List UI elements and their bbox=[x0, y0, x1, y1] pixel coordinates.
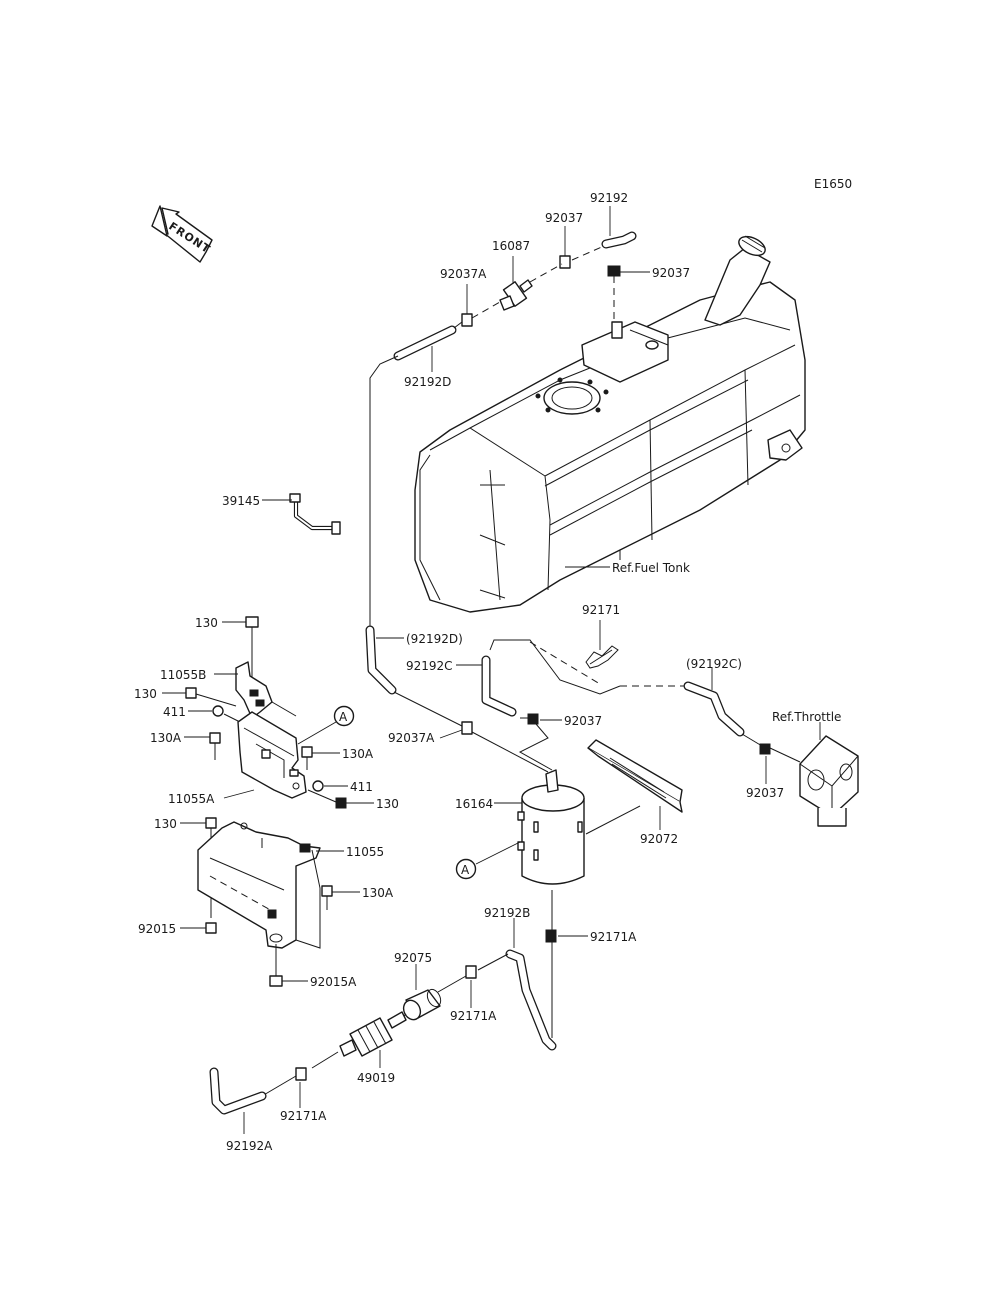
washer-411-left bbox=[212, 705, 224, 717]
part-130-right: 130 bbox=[376, 797, 399, 811]
part-92037-mid: 92037 bbox=[564, 714, 602, 728]
part-130A-left: 130A bbox=[150, 731, 182, 745]
throttle-body bbox=[799, 735, 859, 827]
part-411-right: 411 bbox=[350, 780, 373, 794]
clip-92171 bbox=[585, 645, 619, 669]
grommet-92075 bbox=[402, 988, 442, 1021]
washer-411-right bbox=[312, 780, 324, 792]
front-arrow-icon: FRONT bbox=[151, 205, 213, 263]
bracket-11055A bbox=[237, 711, 307, 799]
canister-16164 bbox=[517, 769, 585, 885]
fuel-filter-49019 bbox=[339, 1011, 407, 1057]
clamp-92037A-top bbox=[461, 313, 473, 327]
clamp-92171A-low bbox=[295, 1067, 307, 1081]
ref-fuel-tank: Ref.Fuel Tonk bbox=[612, 561, 690, 575]
nut-92015 bbox=[205, 922, 217, 934]
part-16164: 16164 bbox=[455, 797, 493, 811]
part-130A-lower: 130A bbox=[362, 886, 394, 900]
part-16087: 16087 bbox=[492, 239, 530, 253]
part-11055: 11055 bbox=[346, 845, 384, 859]
marker-a-bracket bbox=[333, 705, 355, 727]
clamp-92171A-right bbox=[545, 929, 557, 943]
part-92192D: 92192D bbox=[404, 375, 451, 389]
part-92072: 92072 bbox=[640, 832, 678, 846]
part-92171A-right: 92171A bbox=[590, 930, 637, 944]
part-130A-right: 130A bbox=[342, 747, 374, 761]
bolt-130A-right bbox=[301, 746, 313, 770]
part-92037-throttle: 92037 bbox=[746, 786, 784, 800]
part-92192C: 92192C bbox=[406, 659, 453, 673]
marker-a-canister bbox=[455, 858, 477, 880]
part-11055B: 11055B bbox=[160, 668, 206, 682]
marker-a-bracket-text: A bbox=[339, 710, 348, 724]
part-92192C-paren: (92192C) bbox=[686, 657, 742, 671]
part-49019: 49019 bbox=[357, 1071, 395, 1085]
part-130-lower: 130 bbox=[154, 817, 177, 831]
part-130-top: 130 bbox=[195, 616, 218, 630]
part-92171: 92171 bbox=[582, 603, 620, 617]
part-92037-right: 92037 bbox=[652, 266, 690, 280]
nut-92015A bbox=[269, 944, 283, 987]
hose-39145 bbox=[289, 493, 341, 535]
part-92075: 92075 bbox=[394, 951, 432, 965]
part-92171A-low: 92171A bbox=[280, 1109, 327, 1123]
marker-a-canister-text: A bbox=[461, 863, 470, 877]
diagram-code: E1650 bbox=[814, 177, 852, 191]
bracket-92072 bbox=[587, 739, 683, 813]
part-92192D-paren: (92192D) bbox=[406, 632, 463, 646]
part-92192A: 92192A bbox=[226, 1139, 273, 1153]
bolt-130A-lower bbox=[321, 885, 333, 910]
ref-throttle: Ref.Throttle bbox=[772, 710, 841, 724]
part-411-left: 411 bbox=[163, 705, 186, 719]
bracket-11055 bbox=[197, 821, 321, 949]
part-92037A-mid: 92037A bbox=[388, 731, 435, 745]
fuel-tank bbox=[414, 235, 806, 613]
bolt-130-left bbox=[185, 687, 197, 699]
clamp-92037-mid bbox=[527, 713, 539, 725]
part-92037-top: 92037 bbox=[545, 211, 583, 225]
bracket-11055B bbox=[235, 661, 273, 719]
bolt-130A-left bbox=[209, 732, 221, 760]
part-130-left: 130 bbox=[134, 687, 157, 701]
part-92037A-top: 92037A bbox=[440, 267, 487, 281]
part-92192B: 92192B bbox=[484, 906, 530, 920]
part-92171A-mid: 92171A bbox=[450, 1009, 497, 1023]
part-92192-top: 92192 bbox=[590, 191, 628, 205]
clamp-92037-top bbox=[559, 255, 571, 269]
part-92015A: 92015A bbox=[310, 975, 357, 989]
clamp-92171A-mid bbox=[465, 965, 477, 979]
valve-16087 bbox=[499, 279, 533, 311]
part-92015: 92015 bbox=[138, 922, 176, 936]
part-11055A: 11055A bbox=[168, 792, 215, 806]
bolt-130-right bbox=[335, 797, 347, 809]
clamp-92037-throttle bbox=[759, 743, 771, 755]
clamp-92037-right bbox=[607, 265, 621, 277]
part-39145: 39145 bbox=[222, 494, 260, 508]
clamp-92037A-mid bbox=[461, 721, 473, 735]
